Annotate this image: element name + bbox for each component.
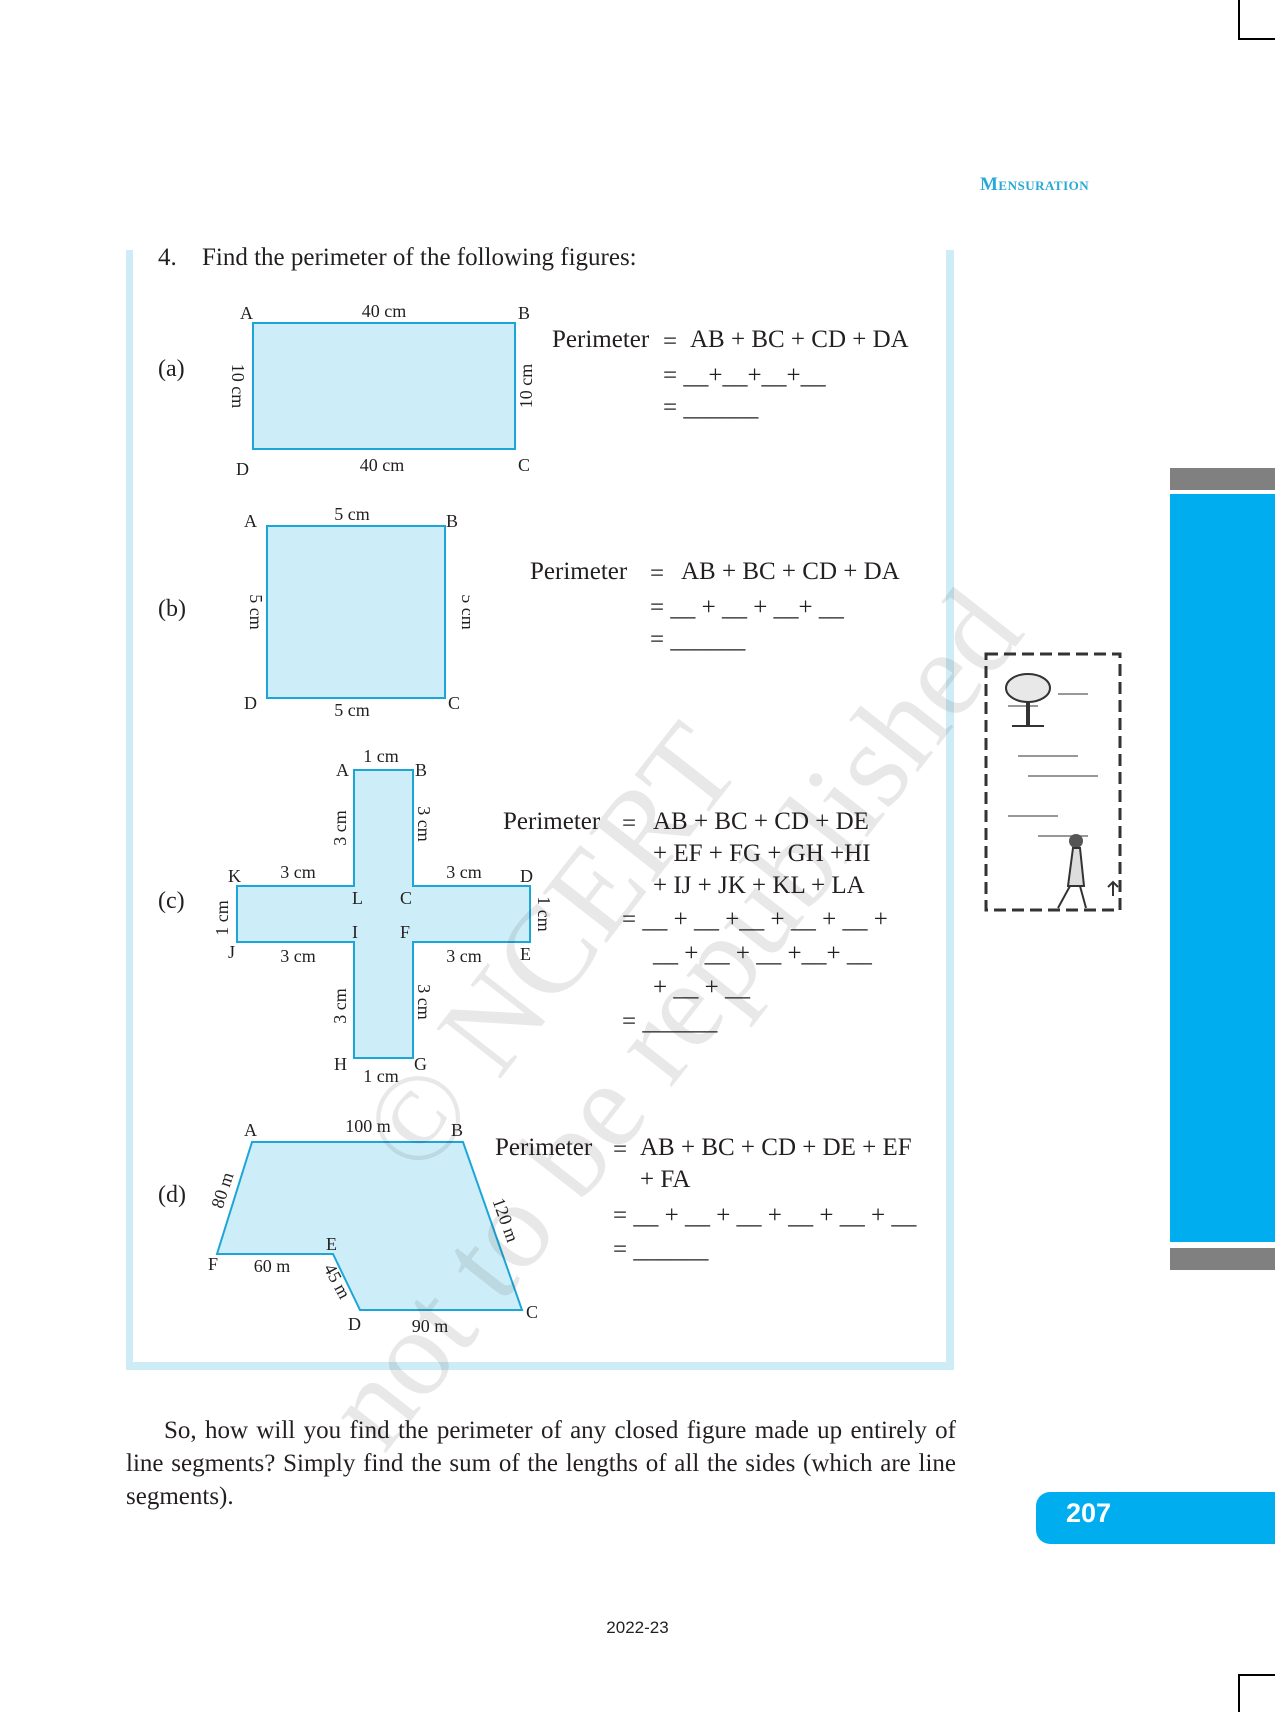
side-tab-grey-top xyxy=(1170,468,1275,490)
svg-text:5 cm: 5 cm xyxy=(334,504,370,524)
side-tab-blue xyxy=(1170,494,1275,1242)
eq-c-line4: = __ + __ +__ + __ + __ + xyxy=(622,906,888,933)
side-tab-grey-bottom xyxy=(1170,1248,1275,1270)
eq-d-line1: AB + BC + CD + DE + EF xyxy=(640,1134,912,1161)
svg-text:K: K xyxy=(228,866,241,886)
eq-a-lhs: Perimeter xyxy=(552,326,650,353)
box-border-right xyxy=(946,250,954,1370)
svg-text:3 cm: 3 cm xyxy=(414,806,434,842)
svg-text:B: B xyxy=(446,511,458,531)
svg-text:I: I xyxy=(352,922,358,942)
eq-a-line3: = ______ xyxy=(663,394,759,421)
part-label-c: (c) xyxy=(158,888,185,914)
eq-a-sign: = xyxy=(663,328,678,355)
svg-text:A: A xyxy=(244,1120,257,1140)
chapter-header: Mensuration xyxy=(980,174,1090,195)
svg-text:1 cm: 1 cm xyxy=(212,900,232,936)
eq-c-line5: __ + __ + __ +__+ __ xyxy=(653,940,872,967)
page-number-badge xyxy=(1036,1492,1275,1544)
box-border-left xyxy=(126,250,133,1370)
eq-c-line3: + IJ + JK + KL + LA xyxy=(653,872,865,899)
svg-text:B: B xyxy=(415,760,427,780)
svg-text:60 m: 60 m xyxy=(254,1256,291,1276)
svg-text:40 cm: 40 cm xyxy=(360,455,405,475)
svg-text:F: F xyxy=(208,1254,218,1274)
svg-text:3 cm: 3 cm xyxy=(330,988,350,1024)
eq-b-line1: AB + BC + CD + DA xyxy=(681,558,900,585)
svg-text:C: C xyxy=(526,1302,538,1322)
svg-text:C: C xyxy=(448,693,460,713)
eq-b-sign: = xyxy=(650,560,665,587)
svg-text:3 cm: 3 cm xyxy=(414,984,434,1020)
question-text: Find the perimeter of the following figu… xyxy=(202,244,637,271)
svg-text:3 cm: 3 cm xyxy=(280,946,316,966)
eq-c-lhs: Perimeter xyxy=(503,808,601,835)
svg-text:D: D xyxy=(236,459,249,479)
svg-text:B: B xyxy=(451,1120,463,1140)
svg-text:C: C xyxy=(518,455,530,475)
svg-text:1 cm: 1 cm xyxy=(363,746,399,766)
part-label-b: (b) xyxy=(158,596,186,622)
svg-text:5 cm: 5 cm xyxy=(458,594,470,630)
eq-c-line1: AB + BC + CD + DE xyxy=(653,808,869,835)
svg-text:J: J xyxy=(228,942,235,962)
part-label-a: (a) xyxy=(158,356,185,382)
svg-text:A: A xyxy=(244,511,257,531)
svg-text:40 cm: 40 cm xyxy=(362,301,407,321)
eq-c-line7: = ______ xyxy=(622,1008,718,1035)
svg-text:10 cm: 10 cm xyxy=(228,364,248,409)
eq-b-line3: = ______ xyxy=(650,626,746,653)
eq-d-sign: = xyxy=(613,1136,628,1163)
svg-text:D: D xyxy=(244,693,257,713)
svg-text:1 cm: 1 cm xyxy=(534,896,554,932)
part-label-d: (d) xyxy=(158,1182,186,1208)
svg-text:B: B xyxy=(518,303,530,323)
svg-text:1 cm: 1 cm xyxy=(363,1066,399,1086)
svg-text:5 cm: 5 cm xyxy=(334,700,370,720)
question-number: 4. xyxy=(158,244,177,271)
svg-text:100 m: 100 m xyxy=(345,1116,391,1136)
svg-text:3 cm: 3 cm xyxy=(280,862,316,882)
svg-text:A: A xyxy=(240,303,253,323)
eq-d-line2: + FA xyxy=(640,1166,691,1193)
svg-text:G: G xyxy=(414,1054,427,1074)
svg-text:D: D xyxy=(348,1314,361,1334)
svg-text:5 cm: 5 cm xyxy=(246,594,266,630)
eq-a-line2: = __+__+__+__ xyxy=(663,362,826,389)
figure-c-cross: A B C D E F G H I J K L 1 cm 3 cm 3 cm 1… xyxy=(212,746,554,1086)
svg-text:10 cm: 10 cm xyxy=(516,364,536,409)
eq-c-sign: = xyxy=(622,810,637,837)
svg-text:C: C xyxy=(400,888,412,908)
eq-a-line1: AB + BC + CD + DA xyxy=(690,326,909,353)
eq-c-line6: + __ + __ xyxy=(653,974,750,1001)
svg-text:L: L xyxy=(352,888,363,908)
box-border-bottom xyxy=(126,1362,954,1370)
svg-text:3 cm: 3 cm xyxy=(446,862,482,882)
eq-d-lhs: Perimeter xyxy=(495,1134,593,1161)
svg-text:E: E xyxy=(520,944,531,964)
eq-b-line2: = __ + __ + __+ __ xyxy=(650,594,844,621)
svg-text:H: H xyxy=(334,1054,347,1074)
edition-year: 2022-23 xyxy=(606,1618,669,1637)
eq-d-line3: = __ + __ + __ + __ + __ + __ xyxy=(613,1202,917,1229)
eq-b-lhs: Perimeter xyxy=(530,558,628,585)
crop-mark-bottom-right xyxy=(1238,1674,1275,1712)
svg-text:90 m: 90 m xyxy=(412,1316,449,1336)
walking-girl-illustration xyxy=(984,652,1122,912)
svg-text:F: F xyxy=(400,922,410,942)
page-number: 207 xyxy=(1066,1498,1112,1528)
svg-text:D: D xyxy=(520,866,533,886)
svg-text:E: E xyxy=(326,1234,337,1254)
eq-c-line2: + EF + FG + GH +HI xyxy=(653,840,871,867)
figure-d-hexagon: A B C D E F 100 m 120 m 90 m 45 m 60 m 8… xyxy=(207,1116,538,1336)
summary-paragraph: So, how will you find the perimeter of a… xyxy=(126,1417,956,1510)
svg-text:3 cm: 3 cm xyxy=(330,810,350,846)
svg-text:3 cm: 3 cm xyxy=(446,946,482,966)
figure-b-square: A B C D 5 cm 5 cm 5 cm 5 cm xyxy=(244,504,470,720)
eq-d-line4: = ______ xyxy=(613,1236,709,1263)
figure-a-rectangle: A B C D 40 cm 40 cm 10 cm 10 cm xyxy=(228,301,536,479)
svg-text:A: A xyxy=(336,760,349,780)
crop-mark-top-right xyxy=(1238,0,1275,40)
